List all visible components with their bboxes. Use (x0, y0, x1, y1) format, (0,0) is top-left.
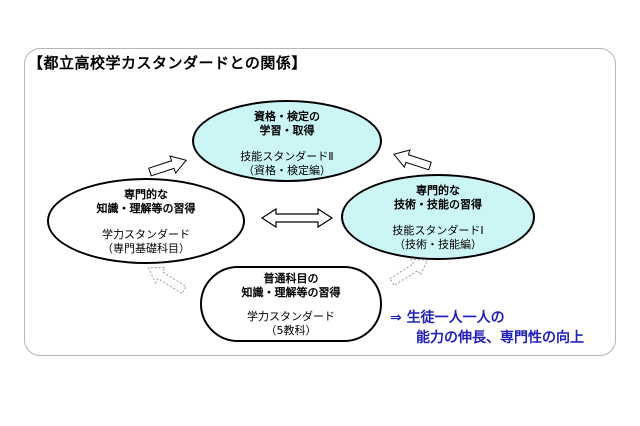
node-specialized-skills: 専門的な 技術・技能の習得 技能スタンダードⅠ （技術・技能編） (341, 174, 535, 260)
node-specialized-skills-line4: （技術・技能編） (394, 238, 482, 251)
node-specialized-skills-line3: 技能スタンダードⅠ (392, 224, 484, 237)
node-specialized-skills-line2: 技術・技能の習得 (394, 198, 482, 211)
node-general-subjects-line4: （5教科） (265, 324, 317, 337)
node-general-subjects-line1: 普通科目の (263, 272, 319, 285)
arrow-left-right (260, 207, 334, 229)
diagram-frame (24, 48, 616, 356)
node-specialized-knowledge-line1: 専門的な (124, 188, 168, 201)
outcome-note-line2: 能力の伸長、専門性の向上 (416, 330, 584, 346)
node-general-subjects: 普通科目の 知識・理解等の習得 学力スタンダード （5教科） (200, 266, 382, 342)
diagram-title: 【都立高校学カスタンダードとの関係】 (28, 54, 307, 72)
node-specialized-knowledge: 専門的な 知識・理解等の習得 学力スタンダード （専門基礎科目） (47, 178, 245, 264)
node-certification: 資格・検定の 学習・取得 技能スタンダードⅡ （資格・検定編） (192, 100, 382, 182)
node-general-subjects-line3: 学力スタンダード (247, 310, 335, 323)
node-certification-line1: 資格・検定の (254, 110, 320, 123)
node-certification-line4: （資格・検定編） (243, 164, 331, 177)
arrow-right-to-top (392, 149, 432, 171)
node-certification-line3: 技能スタンダードⅡ (240, 150, 334, 163)
outcome-note-line1: ⇒ 生徒一人一人の (390, 310, 505, 326)
node-specialized-skills-line1: 専門的な (416, 184, 460, 197)
arrow-bottom-to-left (147, 267, 187, 295)
node-specialized-knowledge-line3: 学力スタンダード (102, 228, 190, 241)
arrow-bottom-to-right (389, 259, 429, 287)
node-certification-line2: 学習・取得 (259, 124, 315, 137)
arrow-left-to-top (148, 155, 188, 177)
node-general-subjects-line2: 知識・理解等の習得 (241, 286, 341, 299)
outcome-note: ⇒ 生徒一人一人の 能力の伸長、専門性の向上 (390, 308, 584, 348)
node-specialized-knowledge-line2: 知識・理解等の習得 (96, 202, 196, 215)
node-specialized-knowledge-line4: （専門基礎科目） (102, 242, 190, 255)
